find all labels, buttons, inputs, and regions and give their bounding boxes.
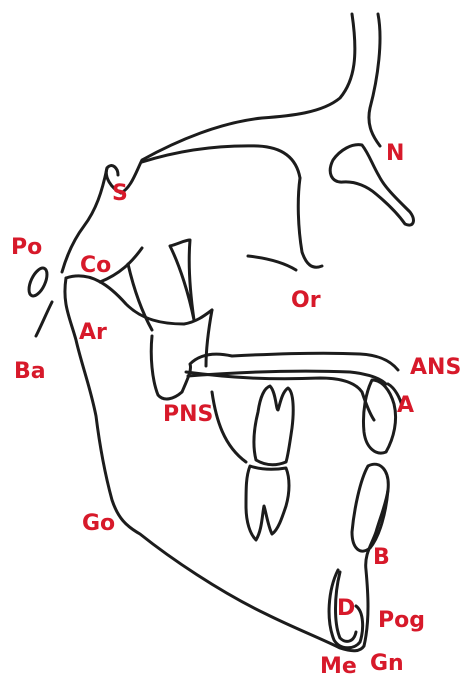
label-Po: Po: [11, 235, 42, 260]
label-N: N: [386, 141, 404, 166]
maxilla-lower-curve: [186, 372, 374, 420]
label-ANS: ANS: [410, 355, 461, 380]
sigmoid-notch: [206, 310, 212, 366]
upper-molar: [254, 386, 293, 465]
label-Pog: Pog: [378, 608, 425, 633]
lower-molar: [246, 466, 289, 540]
orbit-outline: [298, 178, 322, 267]
porion-outline: [25, 265, 50, 298]
cranial-base-outline: [106, 14, 355, 193]
basion-line: [36, 302, 52, 336]
orbit-floor: [248, 256, 296, 270]
label-A: A: [397, 393, 414, 418]
sphenoid-curve: [128, 264, 152, 330]
label-Go: Go: [82, 511, 115, 536]
frontal-bone-outline: [369, 14, 380, 146]
label-Ba: Ba: [14, 359, 46, 384]
ramus-posterior: [212, 392, 246, 462]
label-PNS: PNS: [163, 402, 213, 427]
label-Ar: Ar: [79, 320, 107, 345]
upper-incisor: [363, 380, 395, 453]
label-Me: Me: [320, 654, 357, 679]
planum-outline: [142, 146, 300, 178]
mandible-outline: [65, 278, 388, 651]
label-Co: Co: [80, 253, 111, 278]
label-B: B: [373, 545, 390, 570]
label-D: D: [337, 596, 355, 621]
label-S: S: [112, 181, 128, 206]
pterygomaxillary-fissure: [170, 240, 194, 320]
label-Or: Or: [291, 288, 321, 313]
label-Gn: Gn: [370, 651, 404, 676]
